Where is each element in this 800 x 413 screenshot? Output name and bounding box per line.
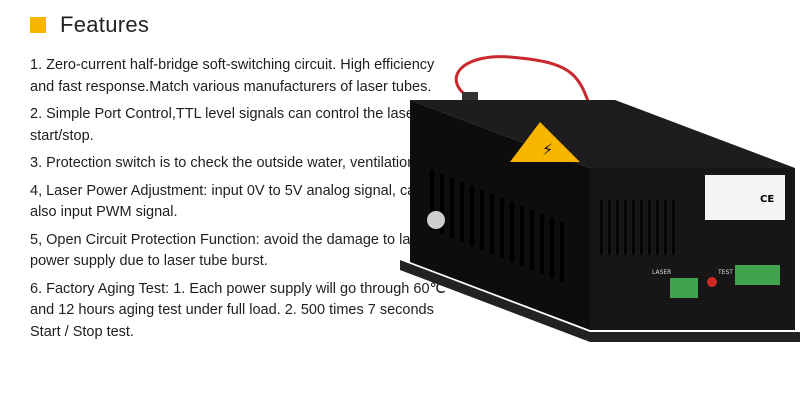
lightning-icon: ⚡ [542, 140, 553, 159]
page-title: Features [60, 12, 150, 37]
warning-triangle-icon [510, 122, 580, 162]
feature-item-2: 2. Simple Port Control,TTL level signals… [30, 106, 419, 144]
front-vents [600, 200, 675, 255]
feature-item-1: 1. Zero-current half-bridge soft-switchi… [30, 57, 435, 95]
feature-item-5: 5, Open Circuit Protection Function: avo… [30, 231, 431, 270]
spec-label [705, 175, 785, 220]
features-list: 1. Zero-current half-bridge soft-switchi… [30, 55, 450, 349]
red-cable [454, 55, 597, 121]
terminal-block-right [735, 265, 780, 285]
ce-mark-icon: CE [760, 194, 774, 205]
case-top [410, 100, 795, 168]
test-port-label: TEST [717, 269, 733, 276]
side-vents [430, 170, 564, 282]
test-button-icon [707, 277, 717, 287]
product-illustration: ⚡ [400, 55, 800, 342]
fan-icon [427, 211, 445, 229]
laser-power-supply-icon: ⚡ [400, 50, 800, 380]
laser-port-label: LASER [652, 269, 671, 276]
cable-gland [462, 92, 478, 102]
terminal-block-left [670, 278, 698, 298]
mounting-flange [400, 260, 800, 342]
feature-item-6: 6. Factory Aging Test: 1. Each power sup… [30, 280, 446, 340]
feature-item-3: 3. Protection switch is to check the out… [30, 155, 447, 171]
feature-item-4: 4, Laser Power Adjustment: input 0V to 5… [30, 182, 424, 221]
accent-square-icon [30, 17, 46, 33]
features-header: Features [30, 10, 149, 40]
